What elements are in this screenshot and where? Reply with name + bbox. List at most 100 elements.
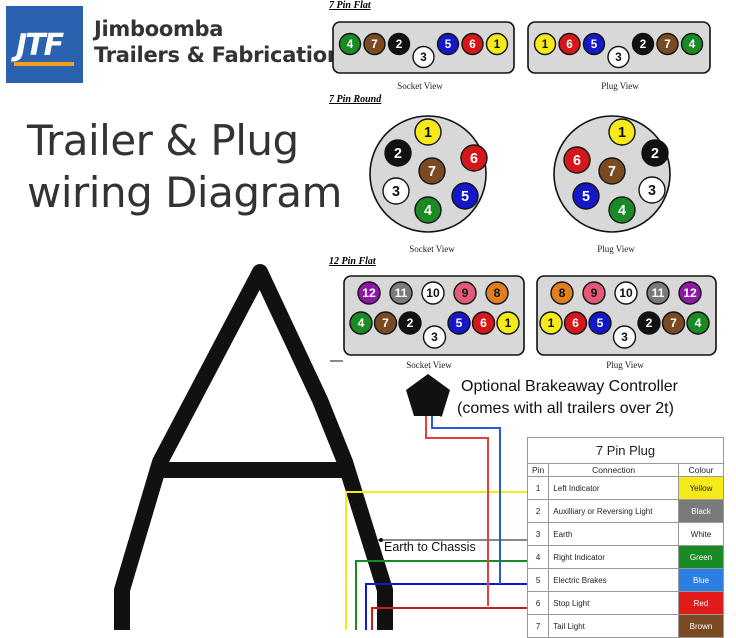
flat12-plug-top-pin-9: 9 (582, 281, 606, 305)
flat7-plug-pin-6-label: 6 (566, 38, 573, 51)
flat7-plug-pin-7-circle (656, 32, 679, 56)
flat7-socket-pin-7-label: 7 (371, 38, 377, 51)
round7-socket-pin-4: 4 (414, 196, 442, 224)
page-title-line2: wiring Diagram (27, 168, 342, 217)
flat7-socket-pin-7-circle (363, 32, 386, 56)
flat12-plug-top-pin-8-circle (550, 281, 574, 305)
flat7-socket-pin-3-label: 3 (420, 51, 427, 64)
flat12-plug-bottom-pin-4: 4 (686, 311, 710, 335)
round7-plug-pin-4-circle (608, 196, 636, 224)
row-pin: 4 (526, 545, 550, 569)
round7-socket-pin-6-circle (460, 144, 488, 172)
flat7-plug-pin-6-circle (558, 32, 581, 56)
flat12-socket-bottom-pin-7-circle (373, 311, 398, 335)
flat12-plug-top-pin-9-label: 9 (591, 286, 598, 300)
flat12-socket-bottom-pin-2-circle (398, 311, 422, 335)
flat7-plug-pin-4-label: 4 (689, 38, 696, 51)
flat12-socket-bottom-pin-5-label: 5 (456, 316, 463, 330)
round7-plug-pin-4: 4 (608, 196, 636, 224)
round7-socket-pin-7-label: 7 (428, 164, 436, 180)
round7-plug-pin-3: 3 (638, 176, 666, 204)
round7-socket-pin-1-circle (414, 118, 442, 146)
flat12-socket-bottom-pin-3: 3 (422, 325, 447, 349)
flat12-plug-bottom-pin-3-circle (612, 325, 637, 349)
flat12-plug-top-pin-10-label: 10 (619, 286, 633, 300)
flat12-plug-top-pin-8-label: 8 (559, 286, 566, 300)
row-pin: 5 (526, 568, 550, 592)
col-header-connection: Connection (548, 463, 679, 477)
round7-socket-pin-2-circle (384, 139, 412, 167)
caption-round7-socket: Socket View (409, 244, 455, 254)
flat12-plug-bottom-pin-5-label: 5 (597, 316, 604, 330)
flat12-socket-top-pin-12-label: 12 (362, 286, 376, 300)
round7-plug-pin-7: 7 (598, 157, 626, 185)
flat7-socket-pin-1: 1 (485, 32, 509, 56)
round7-socket-pin-2-label: 2 (394, 146, 402, 162)
caption-round7-plug: Plug View (597, 244, 635, 254)
trailer-a-frame (114, 264, 393, 630)
flat7-socket-pin-7: 7 (363, 32, 386, 56)
flat7-socket-pin-6: 6 (461, 32, 484, 56)
round7-socket-pin-3: 3 (382, 177, 410, 205)
row-connection: Auxilliary or Reversing Light (548, 499, 679, 523)
flat7-socket-pin-4: 4 (338, 32, 362, 56)
round7-socket-pin-6: 6 (460, 144, 488, 172)
round7-socket-pin-2: 2 (384, 139, 412, 167)
flat7-socket-pin-3-circle (412, 45, 435, 69)
flat7-socket-pin-4-label: 4 (347, 38, 354, 51)
flat12-socket-bottom-pin-4-circle (349, 311, 373, 335)
flat12-plug-bottom-pin-5-circle (588, 311, 612, 335)
flat12-plug-bottom-pin-6: 6 (563, 311, 588, 335)
row-connection: Tail Light (548, 614, 679, 638)
seven-pin-plug-table: 7 Pin Plug Pin Connection Colour 1 Left … (526, 437, 724, 638)
round7-plug-pin-5-label: 5 (582, 189, 590, 205)
wiring-lines (330, 360, 528, 630)
flat12-plug-bottom-pin-3-label: 3 (621, 330, 628, 344)
flat12-plug-bottom-pin-3: 3 (612, 325, 637, 349)
flat12-socket-bottom-pin-1-label: 1 (505, 316, 512, 330)
round7-plug-pin-3-label: 3 (648, 183, 656, 199)
round7-plug-pin-7-label: 7 (608, 164, 616, 180)
flat12-socket-bottom-pin-2-label: 2 (407, 316, 414, 330)
flat7-socket-pin-5-label: 5 (445, 38, 452, 51)
table-row: 4 Right Indicator Green (526, 545, 724, 569)
row-colour: White (678, 522, 724, 546)
flat12-socket-bottom-pin-7: 7 (373, 311, 398, 335)
flat12-plug-bottom-pin-6-circle (563, 311, 588, 335)
flat7-plug-pin-3-label: 3 (615, 51, 622, 64)
flat12-socket-bottom-pin-4-label: 4 (358, 316, 365, 330)
flat12-plug-bottom-pin-5: 5 (588, 311, 612, 335)
round7-socket-pin-5-circle (451, 182, 479, 210)
row-colour: Red (678, 591, 724, 615)
round7-plug-pin-7-circle (598, 157, 626, 185)
flat7-plug-pin-5: 5 (582, 32, 606, 56)
wire-brakeaway-blue (431, 415, 501, 584)
flat7-plug-pin-5-label: 5 (591, 38, 598, 51)
flat12-socket-top-pin-12: 12 (357, 281, 381, 305)
wire-yellow (345, 491, 528, 630)
round7-socket-pin-4-label: 4 (424, 203, 432, 219)
wire-brakeaway-red (425, 415, 489, 606)
logo-accent-bar (14, 62, 74, 66)
flat12-socket-top-pin-8: 8 (485, 281, 509, 305)
table-title: 7 Pin Plug (527, 437, 724, 464)
flat7-plug-pin-2-circle (631, 32, 655, 56)
page-title-line1: Trailer & Plug (27, 116, 299, 165)
flat12-socket-bottom-pin-2: 2 (398, 311, 422, 335)
table-row: 6 Stop Light Red (526, 591, 724, 615)
round7-socket-pin-6-label: 6 (470, 151, 478, 167)
logo-text: JTF (16, 28, 64, 63)
flat12-plug-bottom-pin-4-circle (686, 311, 710, 335)
flat7-plug-pin-5-circle (582, 32, 606, 56)
flat12-plug-bottom-pin-2-circle (637, 311, 661, 335)
flat12-plug-top-pin-8: 8 (550, 281, 574, 305)
caption-flat12-plug: Plug View (606, 360, 644, 370)
flat12-plug-bottom-pin-7-label: 7 (670, 316, 677, 330)
flat12-plug-top-pin-12-label: 12 (683, 286, 697, 300)
wire-red (371, 607, 528, 630)
flat7-plug-pin-4: 4 (680, 32, 704, 56)
flat12-plug-bottom-pin-6-label: 6 (572, 316, 579, 330)
flat12-socket-top-pin-11-circle (389, 281, 413, 305)
